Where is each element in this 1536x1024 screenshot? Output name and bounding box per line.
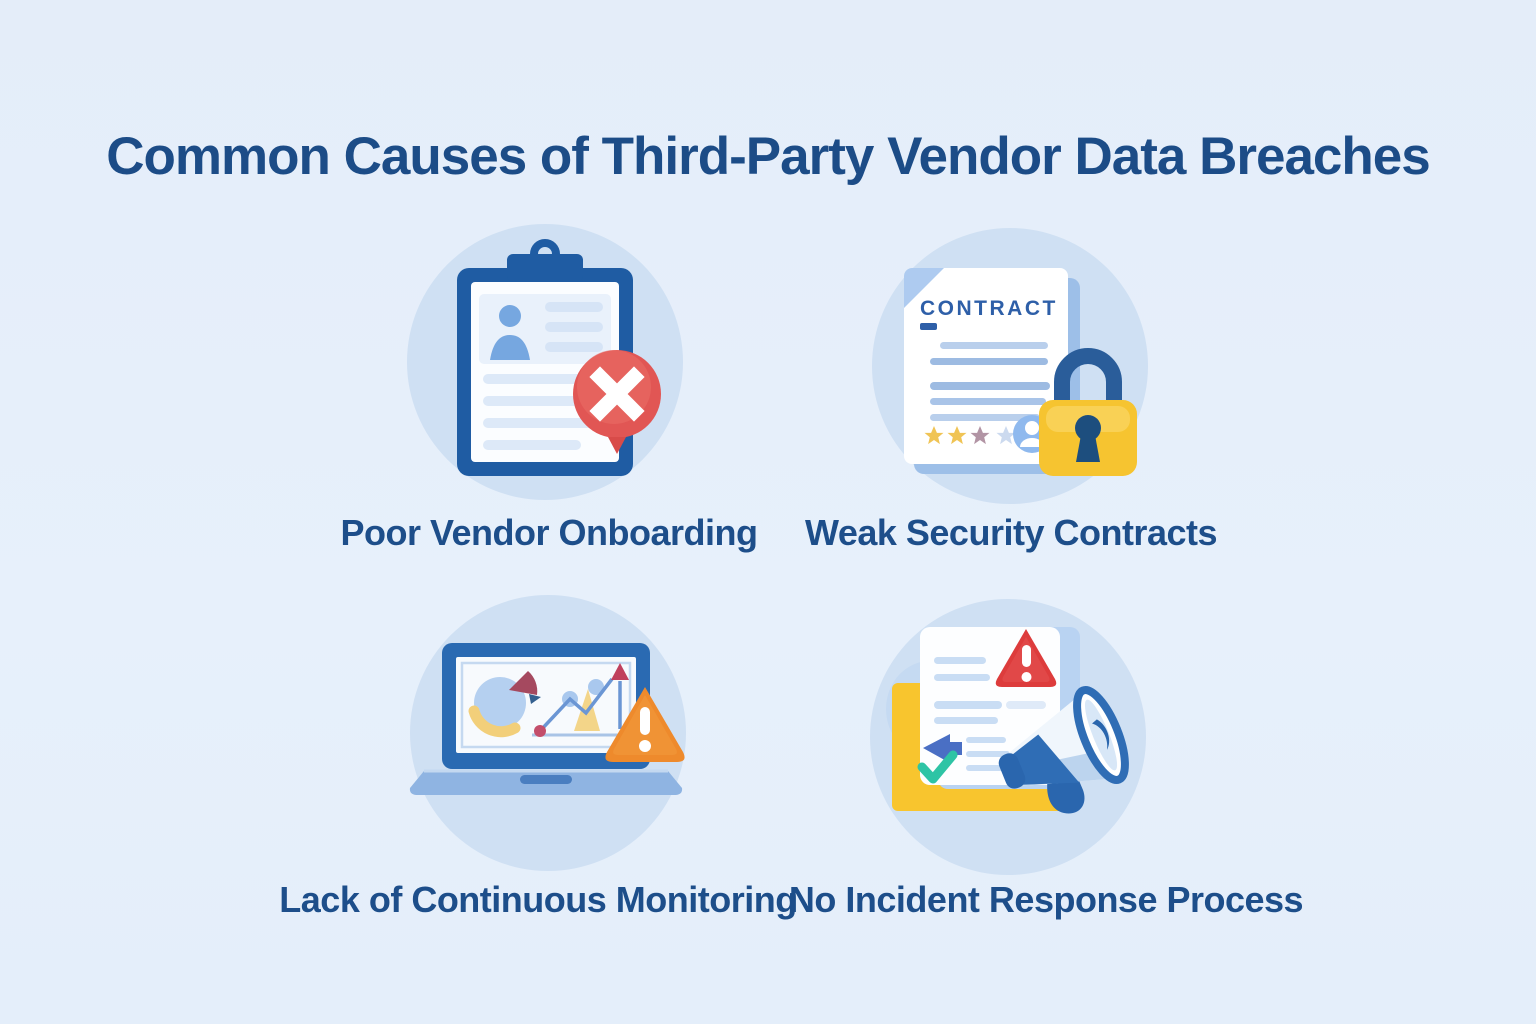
keyhole <box>1075 415 1101 441</box>
laptop-analytics-warning-icon <box>398 583 698 883</box>
padlock-shackle <box>1054 348 1122 402</box>
keyhole-slot <box>1076 435 1100 462</box>
profile-text-lines <box>545 302 603 352</box>
arrow-up-icon <box>611 663 629 680</box>
contract-lock-svg: CONTRACT <box>872 228 1148 504</box>
laptop-analytics-svg <box>409 595 686 871</box>
document-text-lines <box>934 657 1046 771</box>
clipboard-rejected-icon <box>395 212 695 512</box>
star-icon <box>970 426 990 445</box>
alert-triangle-icon <box>995 629 1057 687</box>
x-badge-icon <box>573 350 661 454</box>
cursor-arrow-icon <box>923 734 962 763</box>
padlock-icon <box>1039 348 1137 476</box>
exclamation-dot <box>1021 672 1032 682</box>
body-text-lines <box>483 374 603 450</box>
line-chart <box>532 663 629 737</box>
contract-text-lines <box>930 342 1050 421</box>
contract-document: CONTRACT <box>904 268 1080 474</box>
star-icon <box>996 426 1016 445</box>
cause-label-no-incident-response-process: No Incident Response Process <box>788 879 1304 920</box>
exclamation-dot <box>639 740 651 752</box>
incident-report-svg <box>870 599 1146 875</box>
contract-heading-text: CONTRACT <box>920 297 1058 320</box>
checkmark-icon <box>917 750 958 784</box>
page-title: Common Causes of Third-Party Vendor Data… <box>106 127 1430 186</box>
exclamation-bar <box>1022 645 1031 667</box>
exclamation-bar <box>640 707 650 735</box>
pie-chart <box>468 671 541 738</box>
clipboard-clip <box>507 254 583 282</box>
contract-lock-icon: CONTRACT <box>860 216 1160 516</box>
cause-label-lack-of-continuous-monitoring: Lack of Continuous Monitoring <box>279 879 797 920</box>
heading-underline <box>920 323 937 330</box>
megaphone-icon <box>998 686 1129 814</box>
folded-corner <box>904 268 944 308</box>
star-icon <box>947 426 967 445</box>
incident-report-megaphone-icon <box>858 587 1158 887</box>
warning-triangle-icon <box>605 687 685 762</box>
megaphone-horn <box>998 686 1129 789</box>
star-icon <box>924 426 944 445</box>
cause-label-weak-security-contracts: Weak Security Contracts <box>805 512 1218 553</box>
cause-label-poor-vendor-onboarding: Poor Vendor Onboarding <box>340 512 758 553</box>
clipboard-rejected-svg <box>407 224 683 500</box>
avatar <box>490 305 530 360</box>
laptop-notch <box>520 775 572 784</box>
star-rating <box>924 426 1016 445</box>
screen-inner-border <box>460 661 632 749</box>
laptop <box>409 643 683 795</box>
